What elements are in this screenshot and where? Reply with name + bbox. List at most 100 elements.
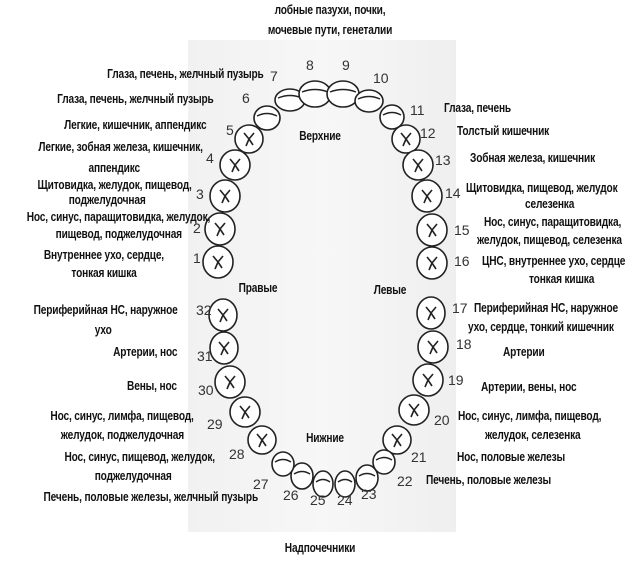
tooth-number-3: 3 <box>196 186 204 202</box>
tooth-edge-25 <box>315 478 331 483</box>
label-tooth-5: Легкие, кишечник, аппендикс <box>64 117 208 132</box>
label-tooth-6: Глаза, печень, желчный пузырь <box>57 91 215 106</box>
tooth-number-28: 28 <box>229 446 245 462</box>
tooth-fissure-17 <box>425 306 437 321</box>
tooth-number-21: 21 <box>411 449 427 465</box>
tooth-number-18: 18 <box>456 336 472 352</box>
tooth-edge-6 <box>256 112 278 117</box>
label-tooth-3-line2: поджелудочная <box>69 192 146 207</box>
tooth-edge-23 <box>358 472 376 477</box>
tooth-9 <box>326 80 360 108</box>
tooth-25 <box>312 470 334 498</box>
tooth-number-31: 31 <box>197 348 213 364</box>
region-right: Правые <box>238 280 278 295</box>
tooth-number-11: 11 <box>410 102 425 118</box>
tooth-number-26: 26 <box>283 487 299 503</box>
tooth-number-24: 24 <box>337 492 353 508</box>
tooth-number-15: 15 <box>454 222 470 238</box>
label-tooth-28-line1: Нос, синус, пищевод, желудок, <box>64 449 216 464</box>
tooth-edge-26 <box>293 470 311 475</box>
tooth-fissure-3 <box>219 189 231 204</box>
tooth-fissure-29 <box>239 405 251 420</box>
label-tooth-4-line2: аппендикс <box>88 160 140 175</box>
label-tooth-7: Глаза, печень, желчный пузырь <box>107 66 265 81</box>
label-tooth-29-line1: Нос, синус, лимфа, пищевод, <box>50 408 194 423</box>
tooth-number-25: 25 <box>310 492 326 508</box>
label-tooth-22: Печень, половые железы <box>426 472 552 487</box>
tooth-number-17: 17 <box>452 300 468 316</box>
tooth-fissure-13 <box>412 158 424 173</box>
tooth-edge-22 <box>375 456 393 461</box>
label-tooth-31: Артерии, нос <box>112 344 177 359</box>
tooth-number-23: 23 <box>361 486 377 502</box>
tooth-number-5: 5 <box>226 122 234 138</box>
label-tooth-4-line1: Легкие, зобная железа, кишечник, <box>38 139 204 154</box>
label-tooth-19: Артерии, вены, нос <box>481 379 577 394</box>
region-lower: Нижние <box>306 430 344 445</box>
label-tooth-17-line2: ухо, сердце, тонкий кишечник <box>468 319 614 334</box>
tooth-number-20: 20 <box>434 412 450 428</box>
tooth-number-10: 10 <box>373 70 389 86</box>
tooth-fissure-28 <box>256 433 268 448</box>
label-tooth-3-line1: Щитовидка, желудок, пищевод, <box>37 177 192 192</box>
tooth-fissure-1 <box>212 255 224 270</box>
tooth-10 <box>354 89 384 113</box>
tooth-edge-24 <box>337 478 353 483</box>
region-left: Левые <box>373 282 407 297</box>
label-tooth-18: Артерии <box>503 344 545 359</box>
label-tooth-27: Печень, половые железы, желчный пузырь <box>43 489 258 504</box>
label-tooth-32-line1: Периферийная НС, наружное <box>33 302 178 317</box>
tooth-fissure-18 <box>427 340 439 355</box>
tooth-23 <box>355 464 379 492</box>
tooth-number-12: 12 <box>420 125 436 141</box>
tooth-edge-11 <box>382 111 402 116</box>
tooth-edge-8 <box>301 88 329 93</box>
top-label-line1: лобные пазухи, почки, <box>274 2 386 17</box>
label-tooth-21: Нос, половые железы <box>457 449 565 464</box>
tooth-fissure-19 <box>422 373 434 388</box>
tooth-6 <box>253 105 281 131</box>
tooth-number-1: 1 <box>193 250 201 266</box>
tooth-fissure-21 <box>391 433 403 448</box>
tooth-number-4: 4 <box>206 150 214 166</box>
tooth-22 <box>372 449 396 475</box>
label-tooth-20-line2: желудок, селезенка <box>485 427 581 442</box>
tooth-fissure-4 <box>229 158 241 173</box>
tooth-number-7: 7 <box>270 68 278 84</box>
label-tooth-1-line1: Внутреннее ухо, сердце, <box>43 247 164 262</box>
label-tooth-20-line1: Нос, синус, лимфа, пищевод, <box>458 408 602 423</box>
tooth-edge-9 <box>329 88 357 93</box>
label-tooth-2-line1: Нос, синус, паращитовидка, желудок, <box>26 209 211 224</box>
label-tooth-17-line1: Периферийная НС, наружное <box>474 300 619 315</box>
tooth-fissure-12 <box>400 132 412 147</box>
region-upper: Верхние <box>299 128 341 143</box>
tooth-number-8: 8 <box>306 57 314 73</box>
tooth-27 <box>271 451 295 477</box>
tooth-number-27: 27 <box>253 476 269 492</box>
tooth-number-29: 29 <box>207 416 223 432</box>
label-tooth-32-line2: ухо <box>95 322 112 337</box>
label-tooth-15-line2: желудок, пищевод, селезенка <box>477 232 622 247</box>
label-tooth-2-line2: пищевод, поджелудочная <box>55 226 182 241</box>
tooth-edge-27 <box>274 458 292 463</box>
tooth-number-30: 30 <box>198 382 214 398</box>
tooth-number-16: 16 <box>454 253 470 269</box>
tooth-edge-10 <box>357 95 381 100</box>
tooth-number-22: 22 <box>397 473 413 489</box>
tooth-fissure-2 <box>214 222 226 237</box>
label-tooth-14-line1: Щитовидка, пищевод, желудок <box>466 180 618 195</box>
label-tooth-16-line2: тонкая кишка <box>529 271 595 286</box>
tooth-fissure-15 <box>426 223 438 238</box>
label-tooth-30: Вены, нос <box>127 378 177 393</box>
tooth-number-13: 13 <box>435 152 451 168</box>
label-tooth-29-line2: желудок, поджелудочная <box>60 427 184 442</box>
tooth-26 <box>290 462 314 490</box>
diagram-background <box>188 40 456 532</box>
tooth-fissure-31 <box>218 341 230 356</box>
tooth-11 <box>379 104 405 130</box>
top-label-line2: мочевые пути, генеталии <box>267 22 393 37</box>
bottom-label: Надпочечники <box>284 540 356 555</box>
tooth-number-6: 6 <box>242 90 250 106</box>
